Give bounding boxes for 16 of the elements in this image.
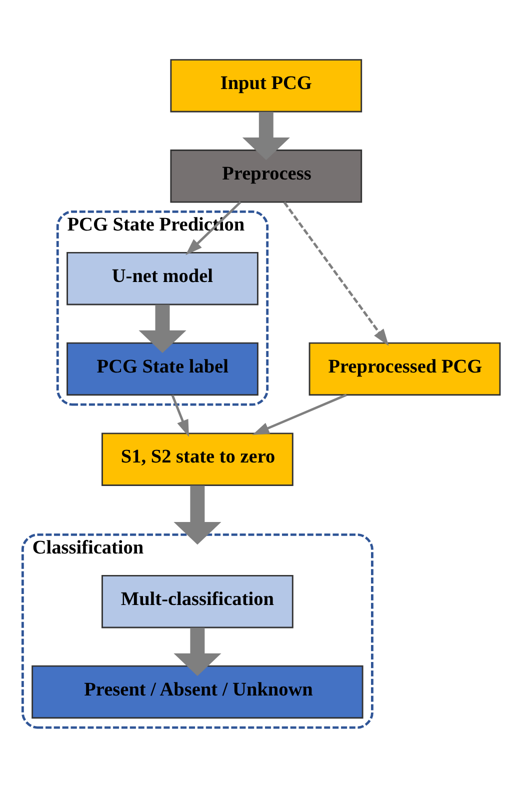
arrow [174, 486, 222, 545]
arrow [283, 202, 389, 346]
arrow [242, 112, 290, 160]
node-box: Preprocess [170, 150, 362, 203]
arrow [186, 201, 242, 256]
node-box: S1, S2 state to zero [102, 432, 294, 486]
node-box: Input PCG [170, 59, 362, 112]
node-box: Present / Absent / Unknown [32, 665, 364, 719]
arrow [171, 394, 189, 437]
node-box: Mult-classification [102, 574, 294, 628]
node-box: Preprocessed PCG [308, 342, 501, 396]
arrow [174, 628, 222, 676]
arrow [138, 304, 186, 354]
arrow [252, 394, 347, 435]
node-box: U-net model [66, 252, 258, 306]
node-box: PCG State label [66, 342, 258, 396]
